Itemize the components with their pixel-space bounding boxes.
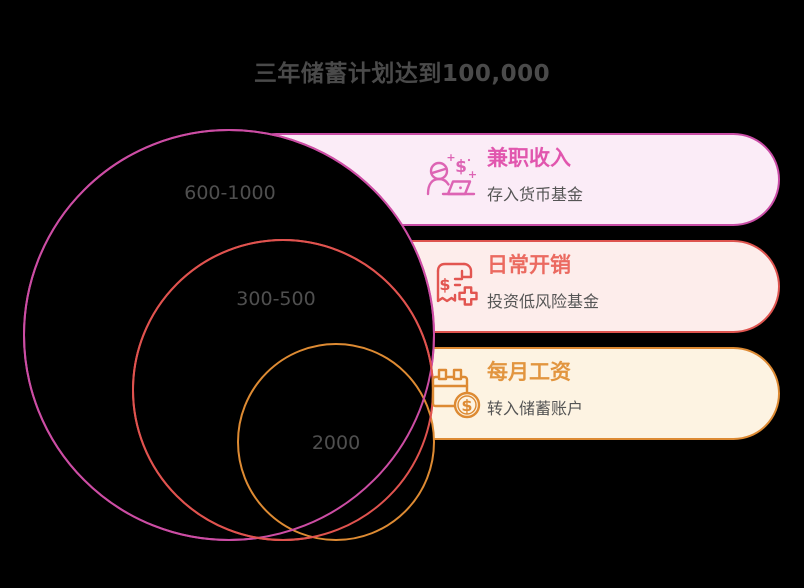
card-title: 兼职收入 xyxy=(487,146,571,170)
svg-text:+: + xyxy=(468,168,477,181)
card-title: 每月工资 xyxy=(487,360,571,384)
card-subtitle: 存入货币基金 xyxy=(487,185,584,204)
receipt-plus-icon: $ xyxy=(436,262,478,306)
calendar-coin-icon: $ xyxy=(431,368,481,419)
svg-text:$: $ xyxy=(439,275,450,294)
svg-text:$: $ xyxy=(461,396,472,415)
ring-amount-label: 300-500 xyxy=(236,288,316,310)
ring-amount-label: 600-1000 xyxy=(184,182,276,204)
card-subtitle: 投资低风险基金 xyxy=(487,292,600,311)
page-title: 三年储蓄计划达到100,000 xyxy=(253,61,551,87)
ring-amount-label: 2000 xyxy=(311,432,361,454)
svg-text:$: $ xyxy=(455,157,467,177)
svg-text:+: + xyxy=(446,151,455,164)
card-title: 日常开销 xyxy=(487,253,571,277)
person-laptop-dollar-icon: $ + + xyxy=(426,151,477,196)
card-subtitle: 转入储蓄账户 xyxy=(487,399,584,418)
